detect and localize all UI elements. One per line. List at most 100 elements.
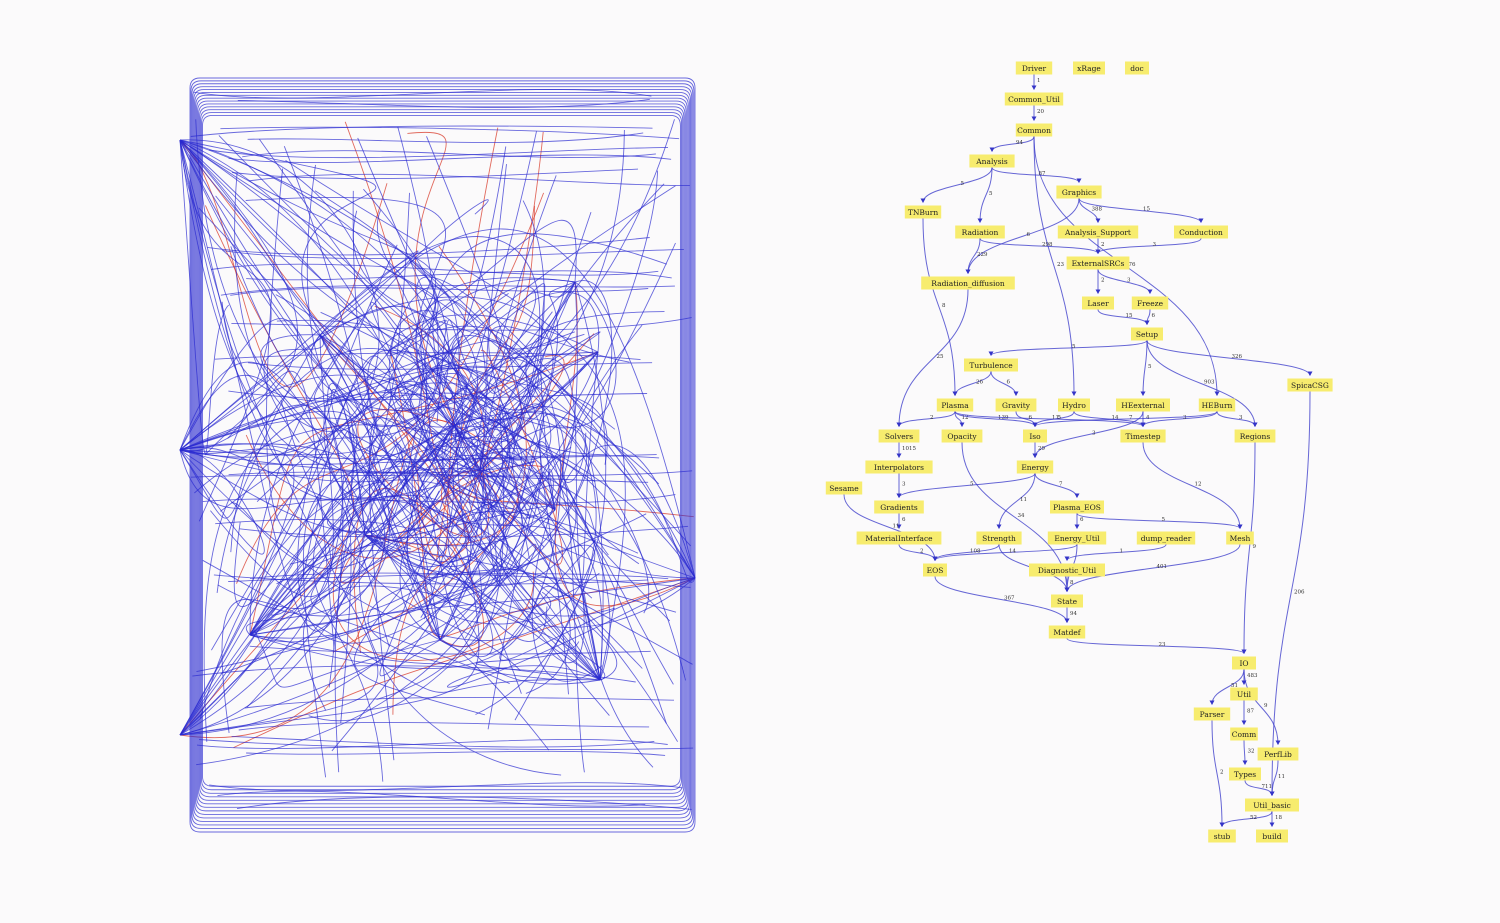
node-label: Analysis	[975, 157, 1008, 166]
tangle-edge-blue	[319, 236, 541, 618]
node-box	[969, 154, 1015, 168]
tangle-edge-blue	[394, 146, 556, 511]
tangle-edge-blue	[179, 449, 536, 636]
node-box	[1287, 378, 1333, 392]
edge-Plasma-Iso	[954, 411, 1036, 427]
arrowhead	[1214, 391, 1220, 396]
node-label: Energy_Util	[1054, 534, 1100, 543]
edge-label: 34	[1018, 513, 1025, 519]
node-label: dump_reader	[1141, 534, 1192, 543]
tangle-edge-blue	[249, 382, 366, 636]
edge-label: 2	[920, 549, 924, 555]
edge-label: 1015	[902, 446, 916, 452]
node-label: Setup	[1136, 330, 1158, 339]
node-box	[1174, 225, 1228, 239]
tangle-edge-blue	[326, 494, 472, 641]
node-Solvers: Solvers	[878, 429, 920, 443]
arrowhead	[965, 269, 971, 274]
edge-label: 26	[976, 380, 983, 386]
node-Util: Util	[1230, 687, 1258, 701]
edge-Energy-Gradients	[898, 473, 1036, 498]
edge-label: 1	[1037, 78, 1041, 84]
arrowhead	[1032, 422, 1038, 427]
node-label: Plasma	[941, 401, 969, 410]
edge-label: 52	[1250, 815, 1257, 821]
tangle-edge-blue	[539, 413, 692, 695]
node-label: PerfLib	[1264, 750, 1292, 759]
node-label: stub	[1214, 832, 1231, 841]
node-label: Mesh	[1230, 534, 1251, 543]
edge-Analysis-TNBurn	[922, 167, 993, 203]
node-stub: stub	[1208, 829, 1236, 843]
node-doc: doc	[1125, 61, 1149, 75]
edge-label: 6	[1152, 313, 1156, 319]
tangle-frame-loop	[191, 83, 694, 826]
tangle-edge-blue	[179, 139, 379, 736]
node-PerfLib: PerfLib	[1257, 747, 1299, 761]
arrowhead	[1076, 178, 1082, 183]
node-Diagnostic_Util: Diagnostic_Util	[1029, 563, 1105, 577]
node-box	[1004, 92, 1064, 106]
tangle-edge-blue	[319, 334, 599, 583]
node-box	[1131, 296, 1169, 310]
tangle-edge-blue	[179, 443, 441, 736]
node-label: Analysis_Support	[1064, 228, 1131, 237]
arrowhead	[1064, 587, 1070, 592]
edge-label: 5	[989, 191, 993, 197]
edge-label: 87	[1247, 709, 1254, 715]
tangle-edge-blue	[249, 572, 691, 588]
edge-label: 326	[1232, 354, 1243, 360]
edge-label: 18	[1275, 815, 1282, 821]
node-box	[1131, 327, 1163, 341]
edge-SpicaCSG-Util_basic	[1271, 391, 1311, 796]
tangle-edge-blue	[179, 436, 674, 736]
edge-label: 5	[1072, 344, 1076, 350]
tangle-edge-blue	[453, 387, 611, 681]
node-ExternalSRCs: ExternalSRCs	[1066, 256, 1130, 270]
node-Plasma: Plasma	[936, 398, 974, 412]
arrowhead	[1071, 391, 1077, 396]
arrowhead	[896, 493, 902, 498]
arrowhead	[988, 351, 994, 356]
node-box	[941, 429, 983, 443]
node-box	[1193, 707, 1231, 721]
edge-Radiation_diffusion-Solvers	[898, 289, 969, 427]
node-label: Matdef	[1053, 628, 1081, 637]
node-Matdef: Matdef	[1048, 625, 1086, 639]
tangle-edge-blue	[475, 641, 601, 681]
node-box	[1125, 61, 1149, 75]
edge-label: 483	[1247, 673, 1258, 679]
node-box	[995, 398, 1037, 412]
tangle-edge-blue	[209, 146, 669, 159]
edge-label: 9	[1264, 703, 1268, 709]
tangle-edge-blue	[280, 399, 521, 671]
edge-label: 1	[1120, 549, 1124, 555]
tangle-edge-blue	[179, 448, 455, 736]
tangle-edge-blue	[179, 139, 439, 630]
tangle-edge-blue	[323, 283, 556, 511]
tangle-edge-blue	[179, 139, 456, 426]
tangle-edge-blue	[334, 185, 676, 773]
edge-label: 298	[1042, 242, 1053, 248]
edge-Setup-HEexternal	[1142, 340, 1148, 396]
tangle-edge-blue	[297, 244, 556, 644]
node-box	[1256, 829, 1288, 843]
tangle-edge-blue	[217, 790, 646, 807]
tangle-edge-blue	[363, 188, 601, 681]
edge-label: 5	[1148, 364, 1152, 370]
tangle-edge-blue	[215, 195, 596, 483]
node-box	[1056, 185, 1102, 199]
arrowhead	[1031, 85, 1037, 90]
tangle-edge-blue	[179, 334, 321, 519]
tangle-blue-edges	[179, 119, 696, 782]
tangle-edge-blue	[179, 365, 696, 736]
tangle-edge-blue	[242, 150, 656, 159]
tangle-edge-red	[357, 409, 490, 538]
node-label: Conduction	[1179, 228, 1223, 237]
node-label: Common_Util	[1008, 95, 1060, 104]
edge-label: 14	[1009, 549, 1016, 555]
node-Regions: Regions	[1234, 429, 1276, 443]
edge-label: 401	[1157, 564, 1168, 570]
